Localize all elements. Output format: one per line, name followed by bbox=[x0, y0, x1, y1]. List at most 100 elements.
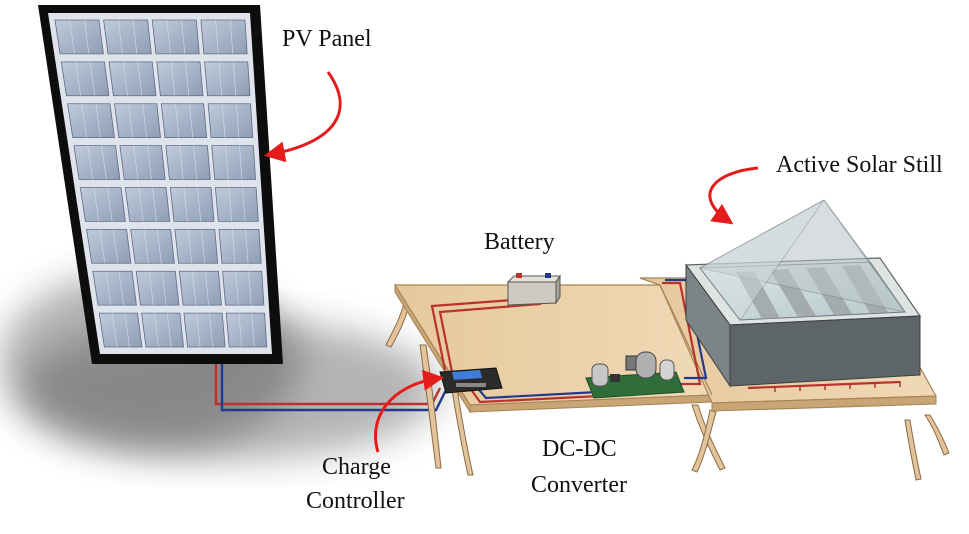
pv-cell-busbar bbox=[107, 187, 113, 222]
pv-cell bbox=[218, 228, 262, 264]
pv-cell bbox=[178, 270, 222, 306]
pv-cell-busbar bbox=[248, 271, 252, 306]
pv-cell-busbar bbox=[118, 271, 124, 306]
pv-cell bbox=[165, 145, 211, 180]
pv-cell-busbar bbox=[166, 19, 171, 54]
pv-cell-busbar bbox=[75, 61, 81, 96]
pv-cell-busbar bbox=[143, 229, 149, 264]
pv-cell-busbar bbox=[192, 271, 197, 306]
pv-cell-busbar bbox=[111, 313, 118, 348]
charge-controller-arrow bbox=[374, 369, 445, 453]
pv-cell-busbar bbox=[138, 187, 144, 222]
pv-cell bbox=[174, 228, 219, 264]
pv-cell bbox=[225, 312, 268, 348]
pv-cell-busbar bbox=[228, 187, 232, 222]
pv-cell bbox=[211, 145, 256, 180]
pv-cell bbox=[183, 312, 226, 348]
pv-cell bbox=[103, 19, 152, 55]
pv-cell-busbar bbox=[239, 145, 243, 180]
pv-cell-busbar bbox=[170, 61, 175, 96]
pv-cell-busbar bbox=[251, 313, 255, 348]
pv-cell-busbar bbox=[132, 19, 138, 54]
pv-cell-busbar bbox=[99, 229, 106, 264]
pv-cell bbox=[114, 103, 161, 139]
pv-cell-busbar bbox=[83, 19, 90, 54]
pv-cell-busbar bbox=[225, 145, 229, 180]
pv-cell-busbar bbox=[233, 61, 237, 96]
pv-cell-busbar bbox=[93, 187, 100, 222]
battery-icon bbox=[506, 273, 561, 306]
pv-cell-busbar bbox=[221, 103, 226, 138]
pv-cell bbox=[86, 228, 132, 264]
pv-cell bbox=[141, 312, 185, 348]
pv-cell bbox=[130, 228, 175, 264]
pv-cell-busbar bbox=[179, 145, 184, 180]
pv-cell-busbar bbox=[197, 187, 202, 222]
pv-cell-busbar bbox=[95, 103, 101, 138]
pv-cell-busbar bbox=[205, 271, 209, 306]
pv-cell-busbar bbox=[238, 313, 242, 348]
pv-cell-busbar bbox=[175, 103, 180, 138]
dc-dc-converter-label-line1: DC-DC bbox=[542, 436, 617, 462]
pv-cell bbox=[204, 61, 251, 97]
pv-cell-busbar bbox=[236, 103, 240, 138]
dc-dc-converter-label-line2: Converter bbox=[531, 472, 627, 498]
pv-cell bbox=[151, 19, 200, 55]
battery-label: Battery bbox=[484, 229, 555, 255]
charge-controller-icon bbox=[439, 367, 503, 394]
pv-cell bbox=[119, 145, 166, 180]
pv-cell-busbar bbox=[101, 145, 107, 180]
charge-controller-label-line2: Controller bbox=[306, 488, 405, 514]
pv-cell-busbar bbox=[161, 271, 167, 306]
pv-cell-busbar bbox=[242, 187, 246, 222]
pv-cell bbox=[214, 187, 259, 222]
pv-cell bbox=[169, 187, 215, 222]
pv-cell bbox=[156, 61, 204, 97]
pv-cell-busbar bbox=[117, 19, 123, 54]
pv-cell-busbar bbox=[123, 61, 128, 96]
pv-cell-busbar bbox=[112, 229, 119, 264]
pv-cell-busbar bbox=[124, 313, 130, 348]
panel-cell-grid bbox=[54, 19, 268, 348]
pv-cell-busbar bbox=[218, 61, 222, 96]
pv-cell-busbar bbox=[245, 229, 249, 264]
pv-cell bbox=[54, 19, 104, 55]
pv-cell-busbar bbox=[196, 313, 201, 348]
pv-cell-busbar bbox=[157, 229, 162, 264]
pv-cell bbox=[222, 270, 265, 306]
panel-wires bbox=[214, 364, 448, 412]
pv-cell-busbar bbox=[166, 313, 172, 348]
pv-panel-arrow bbox=[263, 71, 342, 163]
pv-cell bbox=[135, 270, 180, 306]
pv-cell bbox=[124, 187, 171, 222]
solar-still-icon bbox=[684, 199, 922, 392]
pv-cell-busbar bbox=[137, 61, 143, 96]
pv-cell-busbar bbox=[147, 145, 152, 180]
solar-panel-icon bbox=[38, 5, 283, 364]
pv-cell-busbar bbox=[181, 19, 186, 54]
charge-controller-label-line1: Charge bbox=[322, 454, 391, 480]
pv-cell bbox=[73, 145, 121, 180]
pv-cell-busbar bbox=[201, 229, 205, 264]
pv-cell-busbar bbox=[142, 103, 147, 138]
pv-cell-busbar bbox=[215, 19, 219, 54]
pv-cell-busbar bbox=[152, 187, 157, 222]
annotation-arrows bbox=[263, 71, 759, 453]
pv-cell-busbar bbox=[148, 271, 154, 306]
pv-cell-busbar bbox=[229, 19, 234, 54]
pv-cell-busbar bbox=[133, 145, 139, 180]
pv-cell-busbar bbox=[185, 61, 190, 96]
pv-cell-busbar bbox=[209, 313, 213, 348]
pv-cell-busbar bbox=[154, 313, 159, 348]
pv-cell bbox=[160, 103, 208, 139]
pv-cell-busbar bbox=[105, 271, 112, 306]
pv-cell-busbar bbox=[193, 145, 198, 180]
pv-cell bbox=[60, 61, 110, 97]
active-solar-still-label: Active Solar Still bbox=[776, 152, 943, 178]
pv-cell-busbar bbox=[187, 229, 192, 264]
pv-cell-busbar bbox=[235, 271, 239, 306]
pv-cell bbox=[207, 103, 254, 139]
pv-cell-busbar bbox=[231, 229, 236, 264]
pv-cell bbox=[67, 103, 115, 139]
